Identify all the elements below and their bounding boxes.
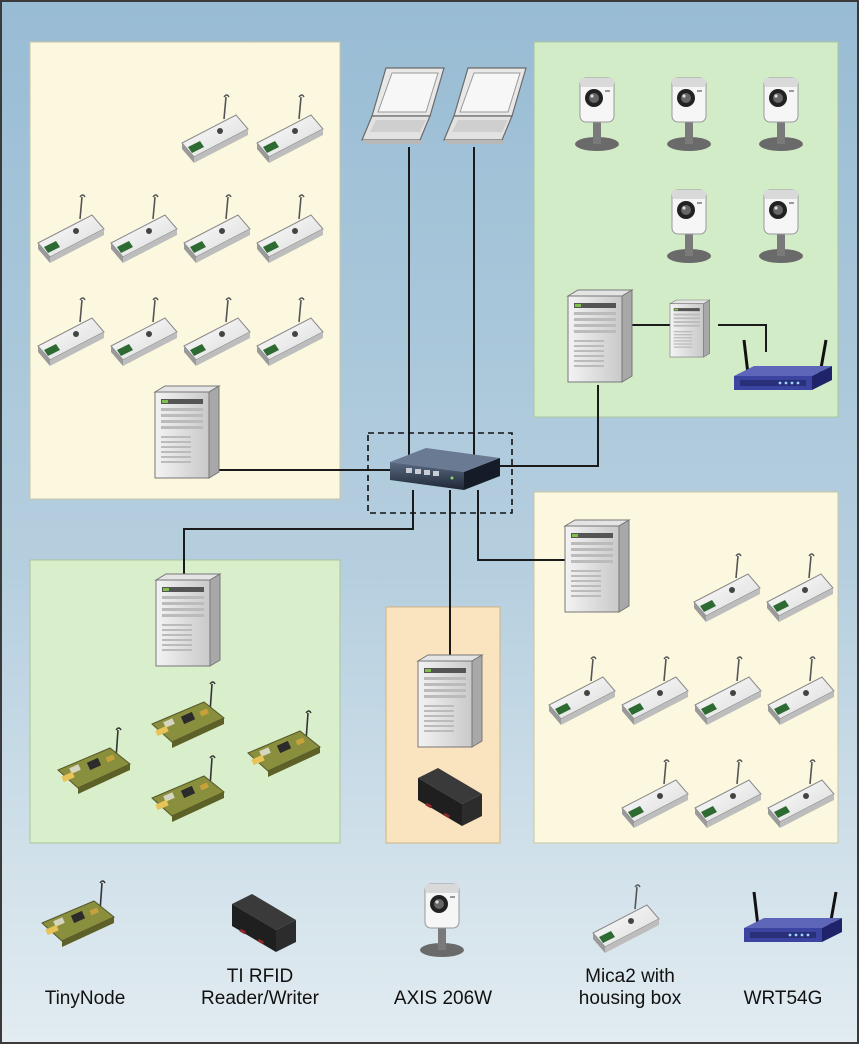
server-icon: [155, 573, 221, 667]
legend-tinynode-line1: TinyNode: [44, 988, 126, 1009]
legend-rfid-line1: TI RFID: [226, 966, 294, 987]
legend-mica2-line1: Mica2 with: [585, 966, 675, 987]
legend-label-axis: AXIS 206W: [378, 988, 508, 1010]
legend-wrt54g-line1: WRT54G: [743, 988, 823, 1009]
camera-icon: [758, 77, 804, 152]
server-icon: [417, 654, 483, 748]
camera-icon: [666, 189, 712, 264]
legend-label-wrt54g: WRT54G: [728, 988, 838, 1010]
legend-camera-icon: [419, 883, 465, 958]
link-node-to-router: [718, 324, 767, 352]
small-server-icon: [669, 299, 710, 358]
legend-label-tinynode: TinyNode: [20, 988, 150, 1010]
link-camera-server: [500, 385, 599, 467]
link-right-server: [477, 490, 565, 561]
legend-axis-line1: AXIS 206W: [393, 988, 493, 1009]
server-icon: [564, 519, 630, 613]
legend-label-mica2: Mica2 with housing box: [560, 966, 700, 1010]
server-icon: [154, 385, 220, 479]
legend-mica2-line2: housing box: [578, 988, 682, 1009]
camera-icon: [758, 189, 804, 264]
network-switch-icon: [390, 448, 500, 490]
switch-boundary: [367, 432, 513, 514]
legend-rfid-line2: Reader/Writer: [201, 988, 319, 1009]
camera-icon: [574, 77, 620, 152]
server-icon: [567, 289, 633, 383]
legend-label-rfid: TI RFID Reader/Writer: [190, 966, 330, 1010]
link-tinynode-server: [183, 490, 414, 585]
network-links: [183, 147, 767, 655]
camera-icon: [666, 77, 712, 152]
